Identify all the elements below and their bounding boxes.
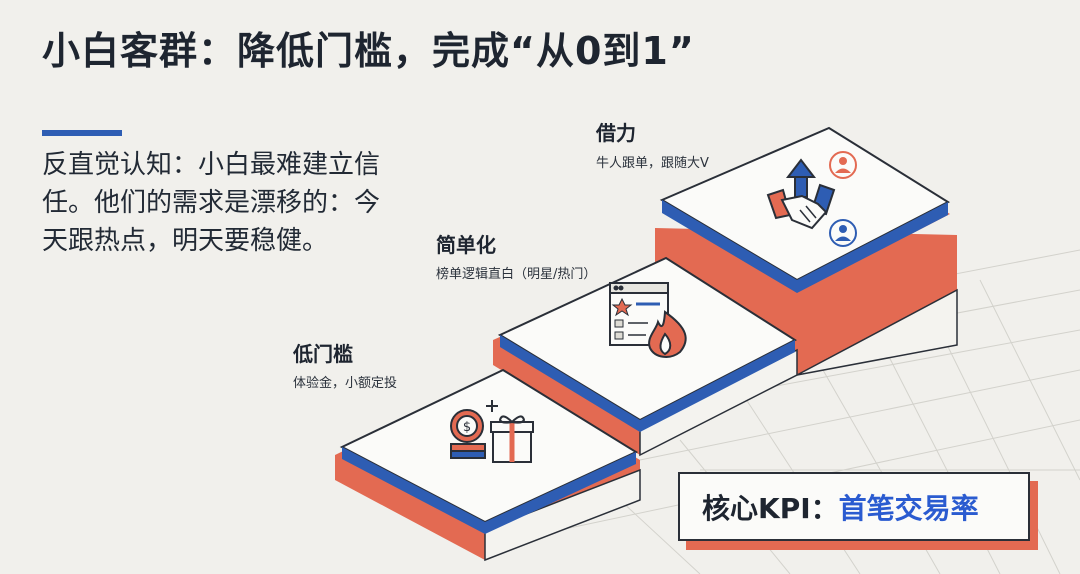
step-3-title: 借力 xyxy=(596,121,636,145)
step-2-desc: 榜单逻辑直白（明星/热门） xyxy=(436,267,597,282)
kpi-box: 核心KPI： 首笔交易率 xyxy=(678,472,1030,541)
page-title: 小白客群：降低门槛，完成“从0到1” xyxy=(42,29,695,73)
step-1-block xyxy=(335,368,641,562)
step-2-title: 简单化 xyxy=(436,233,496,257)
ranking-list-fire-icon xyxy=(609,282,687,358)
accent-bar xyxy=(42,130,122,136)
insight-text: 反直觉认知：小白最难建立信任。他们的需求是漂移的：今天跟热点，明天要稳健。 xyxy=(42,150,381,256)
coin-gift-icon: $ xyxy=(450,400,534,463)
step-1-title: 低门槛 xyxy=(293,342,353,366)
kpi-value: 首笔交易率 xyxy=(838,491,979,525)
step-1-desc: 体验金，小额定投 xyxy=(293,376,398,391)
step-3-desc: 牛人跟单，跟随大V xyxy=(596,156,709,171)
handshake-follow-icon xyxy=(766,151,857,247)
kpi-label: 核心KPI： xyxy=(702,491,839,525)
svg-text:$: $ xyxy=(463,420,471,435)
